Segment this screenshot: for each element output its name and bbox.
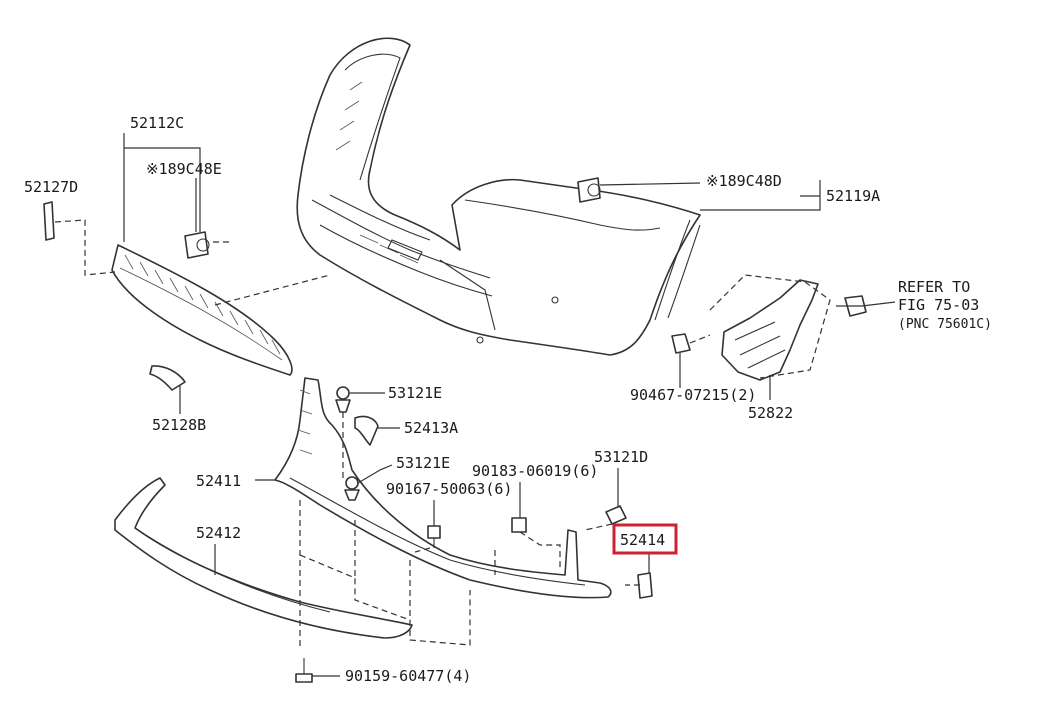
molding-52412[interactable] (114, 477, 413, 639)
callout-189C48E: ※189C48E (146, 160, 222, 178)
sensor-bracket-189C48D[interactable] (577, 177, 601, 203)
callout-52411: 52411 (196, 472, 241, 490)
screw-90159[interactable] (295, 658, 313, 683)
highlight-box-52414 (612, 523, 678, 555)
callout-refer-to: REFER TO (898, 278, 970, 296)
spoiler-52411[interactable] (274, 377, 612, 599)
fastener-53121E-b[interactable] (344, 476, 360, 501)
fastener-53121E-a[interactable] (335, 386, 351, 413)
fastener-90467[interactable] (671, 333, 691, 354)
callout-53121E-upper: 53121E (388, 384, 442, 402)
bracket-52413A[interactable] (354, 415, 379, 446)
callout-90183: 90183-06019(6) (472, 462, 598, 480)
callout-fig-75-03: FIG 75-03 (898, 296, 979, 314)
callout-90467: 90467-07215(2) (630, 386, 756, 404)
callout-52119A: 52119A (826, 187, 880, 205)
callout-53121E-lower: 53121E (396, 454, 450, 472)
fastener-53121D[interactable] (605, 505, 627, 525)
callout-52112C: 52112C (130, 114, 184, 132)
callout-189C48D: ※189C48D (706, 172, 782, 190)
cover-52128B[interactable] (149, 365, 186, 391)
screw-90167[interactable] (427, 525, 441, 548)
callout-52128B: 52128B (152, 416, 206, 434)
callout-52412: 52412 (196, 524, 241, 542)
clip-52127D[interactable] (43, 201, 55, 241)
callout-53121D: 53121D (594, 448, 648, 466)
bumper-cover-52119A[interactable] (296, 37, 701, 356)
grille-52112C[interactable] (111, 244, 293, 376)
callout-90167: 90167-50063(6) (386, 480, 512, 498)
clip-90183[interactable] (511, 517, 527, 533)
sensor-bracket-189C48E[interactable] (184, 231, 210, 259)
leader-lines (54, 133, 896, 677)
callout-52413A: 52413A (404, 419, 458, 437)
callout-52414[interactable]: 52414 (620, 531, 665, 549)
bracket-52414[interactable] (637, 572, 653, 599)
callout-52127D: 52127D (24, 178, 78, 196)
callout-52822: 52822 (748, 404, 793, 422)
callout-90159: 90159-60477(4) (345, 667, 471, 685)
callout-pnc-75601C: (PNC 75601C) (898, 317, 992, 332)
bracket-52822[interactable] (709, 274, 831, 381)
